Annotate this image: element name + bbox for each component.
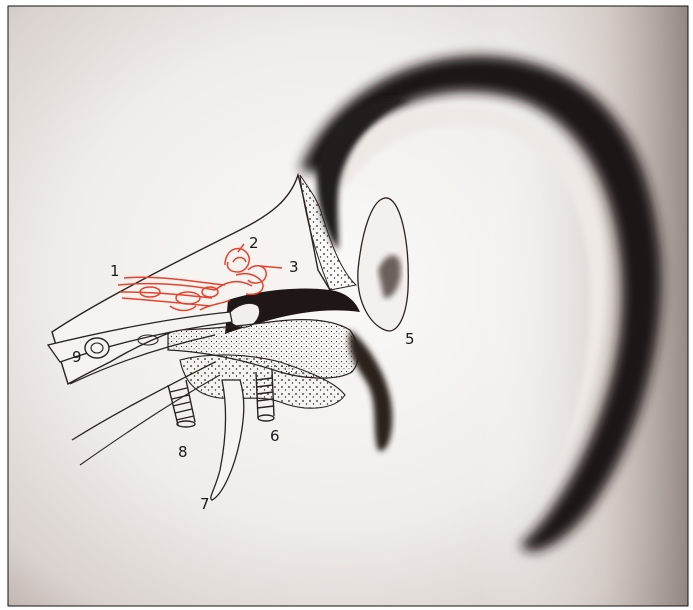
label-5: 5 — [405, 330, 415, 348]
label-7: 7 — [200, 495, 210, 513]
label-6: 6 — [270, 427, 280, 445]
label-1: 1 — [110, 262, 120, 280]
label-3: 3 — [289, 258, 299, 276]
label-9: 9 — [72, 348, 82, 366]
label-2: 2 — [249, 234, 259, 252]
label-8: 8 — [178, 443, 188, 461]
